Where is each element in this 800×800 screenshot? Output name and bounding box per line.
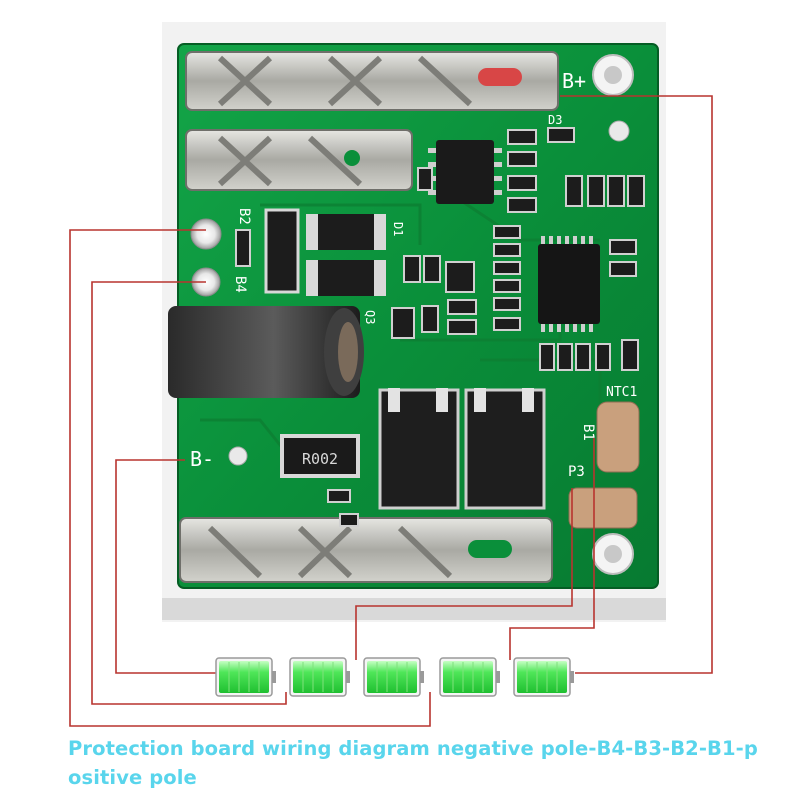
chip-u2 [538,236,600,332]
solder-pads [190,218,640,529]
mounting-holes [228,54,634,575]
battery-cell-terminal [272,671,276,683]
battery-cell-fill [517,661,567,693]
label-b4: B4 [232,276,248,293]
silkscreen-labels: B+ B- B2 B4 B1 P3 NTC1 D1 D3 Q3 [190,69,637,480]
label-b-plus: B+ [562,69,586,93]
battery-cell-fill [443,661,493,693]
wire-b2 [69,229,431,727]
top-metal-tab-1 [185,51,559,111]
mosfet-1 [378,388,460,510]
battery-cell [363,657,424,697]
battery-cell [513,657,574,697]
photo-shadow [162,598,666,620]
wire-b-plus [560,95,713,674]
label-d3: D3 [548,113,562,127]
label-q3: Q3 [363,310,377,324]
battery-cell-fill [293,661,343,693]
label-d1: D1 [391,222,405,236]
resistor-marking: R002 [302,450,338,468]
bottom-metal-tab [179,517,553,583]
wire-p3 [355,488,573,660]
wire-b1 [509,438,595,660]
battery-cell-terminal [346,671,350,683]
battery-cell-terminal [496,671,500,683]
label-ntc1: NTC1 [606,385,637,400]
battery-cell-terminal [420,671,424,683]
diode-d2 [264,208,300,294]
battery-cell [289,657,350,697]
diode-d1 [306,214,386,296]
chip-u1 [428,140,502,204]
battery-string [215,657,574,697]
diagram-caption: Protection board wiring diagram negative… [68,737,758,789]
battery-cell-terminal [570,671,574,683]
label-b1: B1 [580,424,596,441]
label-b2: B2 [236,208,252,225]
wire-b-minus [115,459,218,674]
capacitor [168,306,364,398]
smd-components [235,127,645,527]
battery-cell-fill [367,661,417,693]
label-b-minus: B- [190,447,214,471]
shunt-resistor: R002 [280,434,360,478]
mosfet-2 [464,388,546,510]
wire-b4 [91,281,287,705]
battery-cell [215,657,276,697]
battery-cell-fill [219,661,269,693]
top-metal-tab-2 [185,129,413,191]
label-p3: P3 [568,464,585,480]
battery-cell [439,657,500,697]
wires [69,95,713,727]
